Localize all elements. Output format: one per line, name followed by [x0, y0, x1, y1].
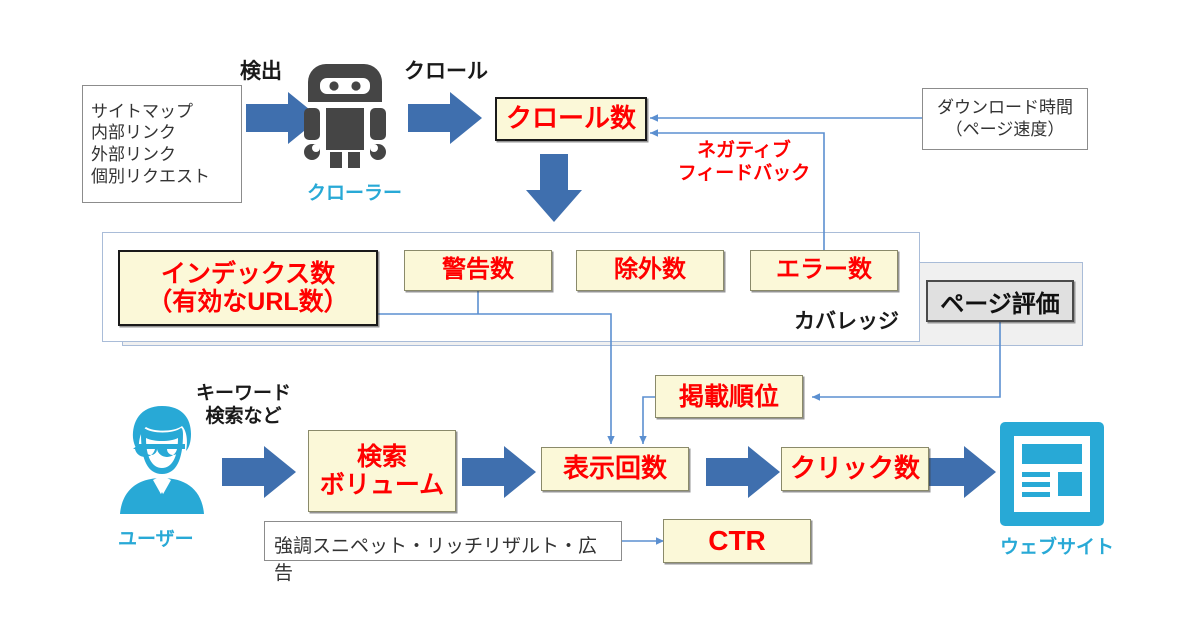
serp-features-box [264, 521, 622, 561]
connector-position-to-impressions [639, 396, 656, 444]
website-label: ウェブサイト [1000, 537, 1115, 558]
sources-line-3: 個別リクエスト [91, 166, 210, 186]
negative-feedback-line-0: ネガティブ [697, 140, 791, 161]
metric-ctr[interactable]: CTR [663, 519, 811, 563]
metric-warning-count[interactable]: 警告数 [404, 250, 552, 291]
label-negative-feedback: ネガティブ フィードバック [664, 140, 824, 186]
sources-line-0: サイトマップ [91, 101, 193, 121]
negative-feedback-line-1: フィードバック [677, 162, 811, 184]
metric-crawl-count[interactable]: クロール数 [495, 97, 647, 141]
metric-excluded-count[interactable]: 除外数 [576, 250, 724, 291]
metric-page-rating[interactable]: ページ評価 [926, 280, 1074, 322]
label-detect: 検出 [240, 60, 282, 83]
index-count-line-0: インデックス数 [160, 260, 336, 288]
keyword-search-line-1: 検索など [205, 406, 282, 428]
block-arrow-clicks-to-website [922, 446, 996, 498]
serp-features-text: 強調スニペット・リッチリザルト・広告 [274, 536, 598, 584]
search-volume-line-0: 検索 [356, 443, 407, 471]
block-arrow-detect [246, 92, 320, 144]
label-keyword-search: キーワード 検索など [196, 382, 291, 428]
download-time-line-1: （ページ速度） [945, 120, 1065, 139]
keyword-search-line-0: キーワード [196, 383, 292, 404]
block-arrow-volume-to-impressions [462, 446, 536, 498]
metric-clicks[interactable]: クリック数 [781, 447, 929, 491]
user-icon [112, 404, 212, 516]
metric-error-count[interactable]: エラー数 [750, 250, 898, 291]
sources-line-1: 内部リンク [91, 123, 176, 143]
website-icon [1000, 422, 1104, 526]
connector-error-to-crawl [650, 129, 825, 256]
connector-index-to-impressions [378, 313, 615, 444]
crawler-icon [296, 60, 394, 170]
label-crawl: クロール [404, 60, 488, 83]
sources-line-2: 外部リンク [91, 145, 176, 164]
metric-index-count[interactable]: インデックス数 （有効なURL数） [118, 250, 378, 326]
user-label: ユーザー [118, 529, 194, 550]
index-count-line-1: （有効なURL数） [147, 288, 349, 316]
connector-rating-to-position [812, 322, 1001, 401]
block-arrow-crawl-down [526, 154, 582, 222]
search-volume-line-1: ボリューム [319, 471, 445, 499]
crawler-label: クローラー [307, 183, 403, 204]
metric-position[interactable]: 掲載順位 [655, 375, 803, 418]
download-time-line-0: ダウンロード時間 [937, 98, 1073, 118]
sources-box: サイトマップ 内部リンク 外部リンク 個別リクエスト [82, 85, 242, 203]
metric-impressions[interactable]: 表示回数 [541, 447, 689, 491]
block-arrow-crawl [408, 92, 482, 144]
metric-search-volume[interactable]: 検索 ボリューム [308, 430, 456, 512]
block-arrow-user-to-volume [222, 446, 296, 498]
download-time-box: ダウンロード時間 （ページ速度） [922, 88, 1088, 150]
label-coverage: カバレッジ [794, 310, 899, 333]
block-arrow-impressions-to-clicks [706, 446, 780, 498]
